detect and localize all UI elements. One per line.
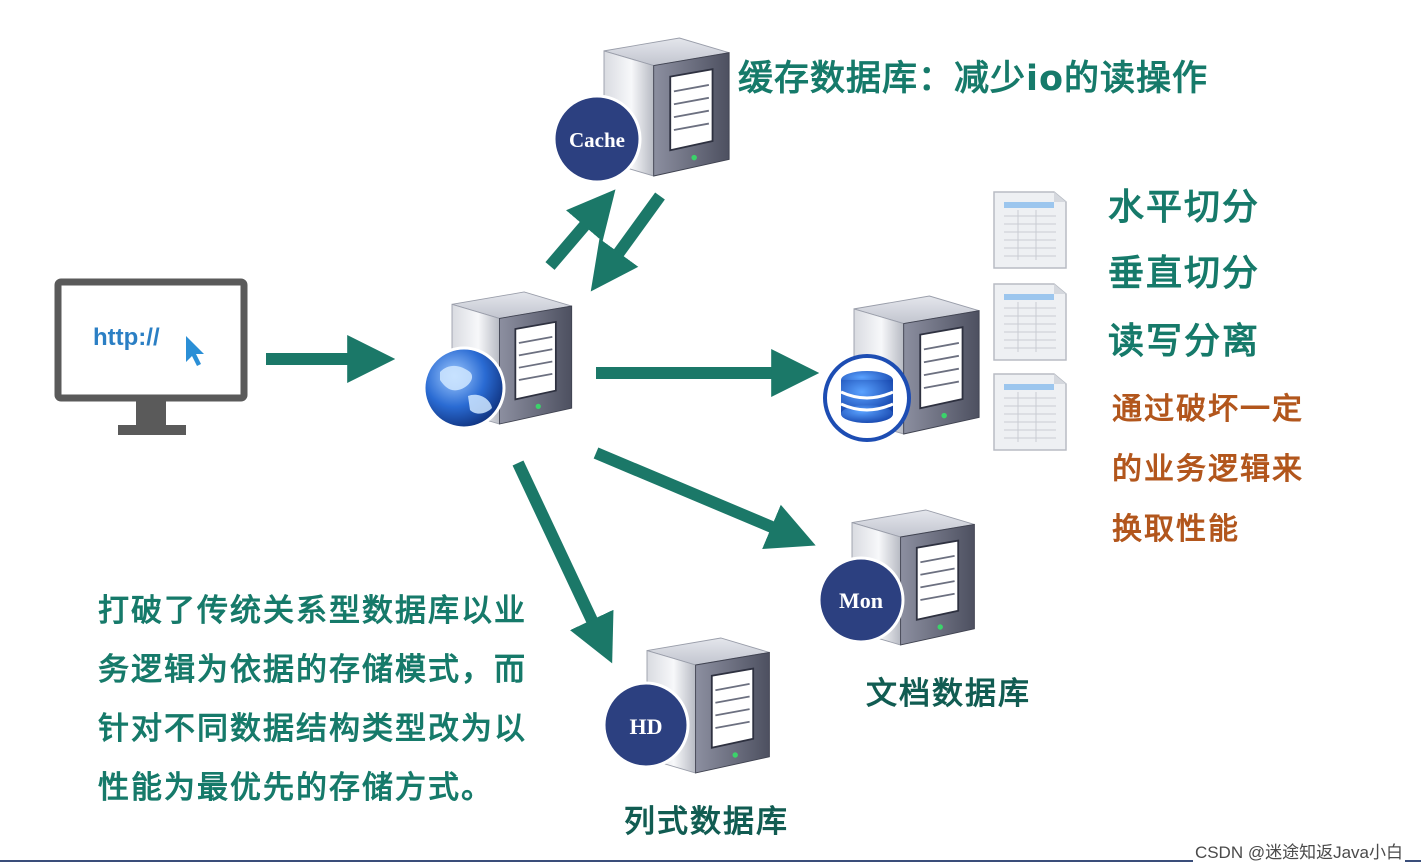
client-monitor-icon (54, 278, 248, 435)
sheet-icon (993, 191, 1067, 269)
arrow-web-to-document (593, 447, 816, 549)
column-db-label: 列式数据库 (624, 804, 789, 840)
globe-icon (422, 346, 506, 430)
note-line-2: 的业务逻辑来 (1112, 452, 1304, 487)
note-line-1: 通过破坏一定 (1112, 392, 1304, 427)
watermark: CSDN @迷途知返Java小白 (1192, 838, 1405, 863)
document-server-icon (817, 509, 976, 646)
database-icon (840, 371, 894, 423)
note-line-3: 换取性能 (1112, 512, 1240, 547)
cache-server-icon (552, 37, 731, 184)
relational-server-icon (823, 295, 981, 442)
sheet-icons (993, 191, 1067, 451)
document-db-label: 文档数据库 (866, 676, 1031, 712)
arrow-cache-to-web (590, 192, 665, 292)
column-server-icon (602, 637, 771, 774)
arrow-web-to-column (512, 460, 614, 664)
op-read-write-split: 读写分离 (1108, 321, 1261, 362)
document-badge: Mon (839, 588, 883, 613)
web-server-icon (422, 291, 573, 430)
bottom-divider (0, 860, 1421, 862)
arrow-web-to-cache (545, 189, 616, 270)
cursor-icon (186, 336, 204, 366)
column-badge: HD (630, 714, 663, 739)
op-vertical-split: 垂直切分 (1108, 253, 1261, 294)
sheet-icon (993, 373, 1067, 451)
flow-arrows (266, 189, 820, 664)
cache-badge: Cache (569, 128, 625, 152)
op-horizontal-split: 水平切分 (1108, 187, 1261, 228)
sheet-icon (993, 283, 1067, 361)
url-text: http:// (93, 324, 160, 351)
cache-description: 缓存数据库：减少io的读操作 (738, 59, 1209, 99)
summary-paragraph: 打破了传统关系型数据库以业务逻辑为依据的存储模式，而针对不同数据结构类型改为以性… (98, 593, 527, 806)
